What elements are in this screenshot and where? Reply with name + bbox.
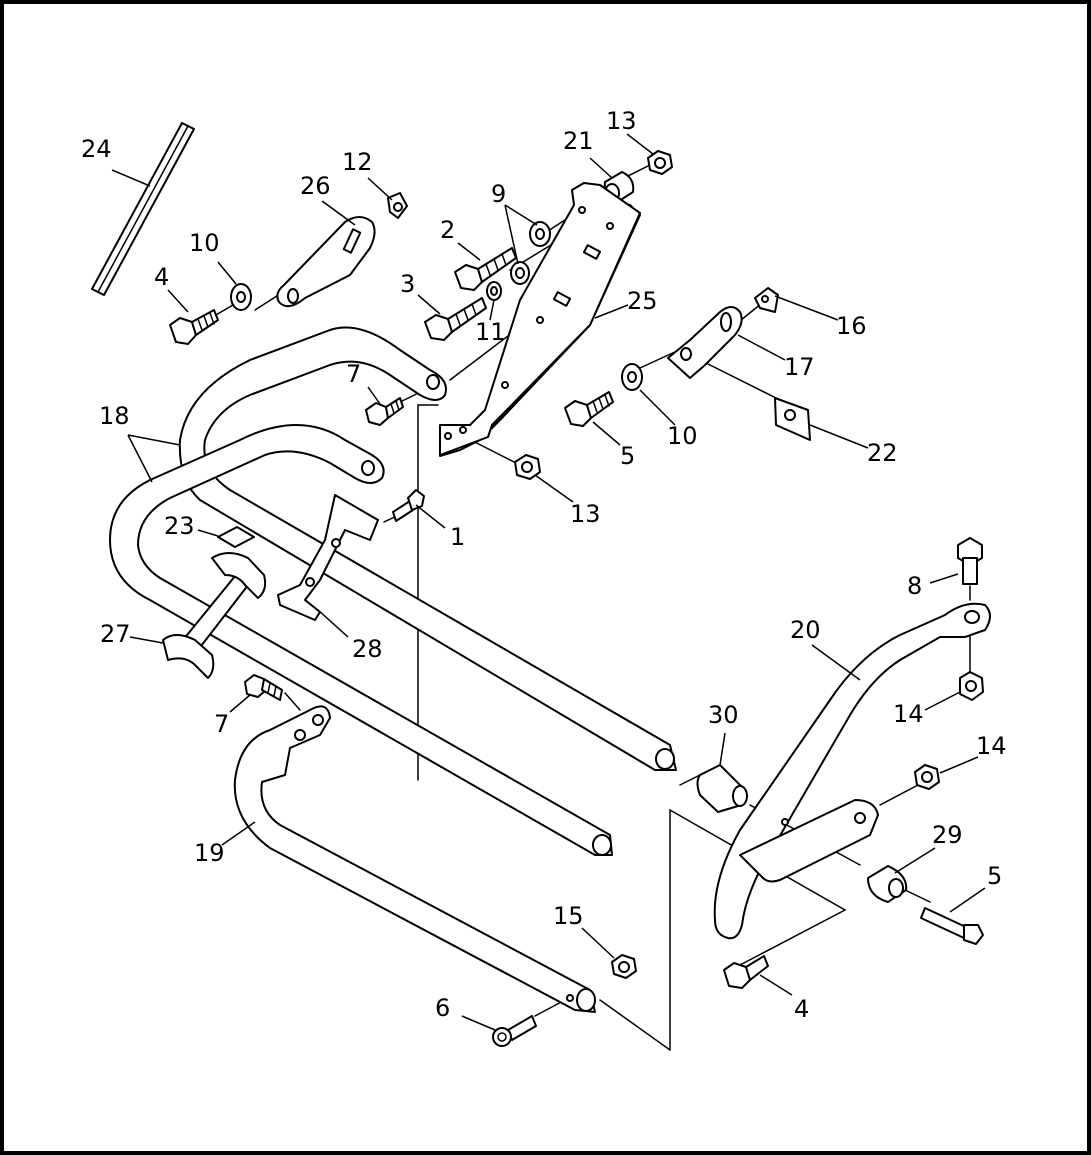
callout-15: 15 <box>553 902 584 930</box>
callout-26: 26 <box>300 172 331 200</box>
callout-1: 1 <box>450 523 465 551</box>
callout-29: 29 <box>932 821 963 849</box>
callout-19: 19 <box>194 839 225 867</box>
side-bar-part <box>713 602 991 940</box>
callout-24: 24 <box>81 135 112 163</box>
hex-nut-part <box>611 954 637 979</box>
flat-washer-part <box>621 363 643 391</box>
rubber-pad-part <box>217 526 255 548</box>
short-bolt-part <box>365 397 404 426</box>
callout-9: 9 <box>491 180 506 208</box>
clamp-bracket-part <box>277 494 379 621</box>
long-bolt-part <box>920 907 984 945</box>
crash-bar-assembly-part <box>109 326 677 856</box>
callout-16: 16 <box>836 312 867 340</box>
long-bolt-part <box>454 247 517 291</box>
washer-set-part <box>486 221 551 301</box>
callout-30: 30 <box>708 701 739 729</box>
lock-nut-part <box>914 764 940 790</box>
tube-spacer-part <box>696 764 748 813</box>
callout-21: 21 <box>563 127 594 155</box>
callout-13: 13 <box>570 500 601 528</box>
callout-14: 14 <box>976 732 1007 760</box>
hex-bolt-part <box>723 955 769 989</box>
callout-18: 18 <box>99 402 130 430</box>
trim-strip-part <box>91 122 195 296</box>
lock-nut-part <box>647 150 673 175</box>
mounting-plate-part <box>439 182 641 457</box>
vertical-bolt-part <box>957 537 983 585</box>
callout-17: 17 <box>784 353 815 381</box>
callout-12: 12 <box>342 148 373 176</box>
callout-25: 25 <box>627 287 658 315</box>
lock-nut-part <box>514 454 541 480</box>
clamp-part <box>162 552 267 679</box>
spring-clip-part <box>387 192 408 219</box>
hex-bolt-part <box>169 309 219 345</box>
callout-7: 7 <box>346 360 361 388</box>
callout-10: 10 <box>667 422 698 450</box>
callout-5: 5 <box>987 862 1002 890</box>
callout-5: 5 <box>620 442 635 470</box>
lock-nut-part <box>959 671 984 701</box>
callout-10: 10 <box>189 229 220 257</box>
hex-bolt-part <box>564 391 614 427</box>
lower-bar-part <box>233 705 596 1013</box>
short-bolt-part <box>244 674 283 701</box>
callout-28: 28 <box>352 635 383 663</box>
callout-11: 11 <box>475 318 506 346</box>
callout-20: 20 <box>790 616 821 644</box>
callout-3: 3 <box>400 270 415 298</box>
callout-13: 13 <box>606 107 637 135</box>
leader-lines <box>111 133 986 1031</box>
pin-bolt-part <box>392 489 425 522</box>
callout-22: 22 <box>867 439 898 467</box>
callout-4: 4 <box>794 995 809 1023</box>
callout-7: 7 <box>214 710 229 738</box>
callout-labels: 1 2 3 4 4 5 5 6 7 7 8 9 10 10 11 12 13 1… <box>81 107 1007 1023</box>
callout-27: 27 <box>100 620 131 648</box>
callout-4: 4 <box>154 263 169 291</box>
callout-14: 14 <box>893 700 924 728</box>
callout-23: 23 <box>164 512 195 540</box>
callout-6: 6 <box>435 994 450 1022</box>
flat-washer-part <box>230 283 252 311</box>
mounting-bracket-part <box>276 216 376 308</box>
spacer-part <box>867 865 908 903</box>
carriage-bolt-part <box>492 1015 537 1047</box>
bracket-clip-part <box>667 287 811 441</box>
callout-8: 8 <box>907 572 922 600</box>
long-bolt-part <box>424 297 487 341</box>
callout-2: 2 <box>440 216 455 244</box>
